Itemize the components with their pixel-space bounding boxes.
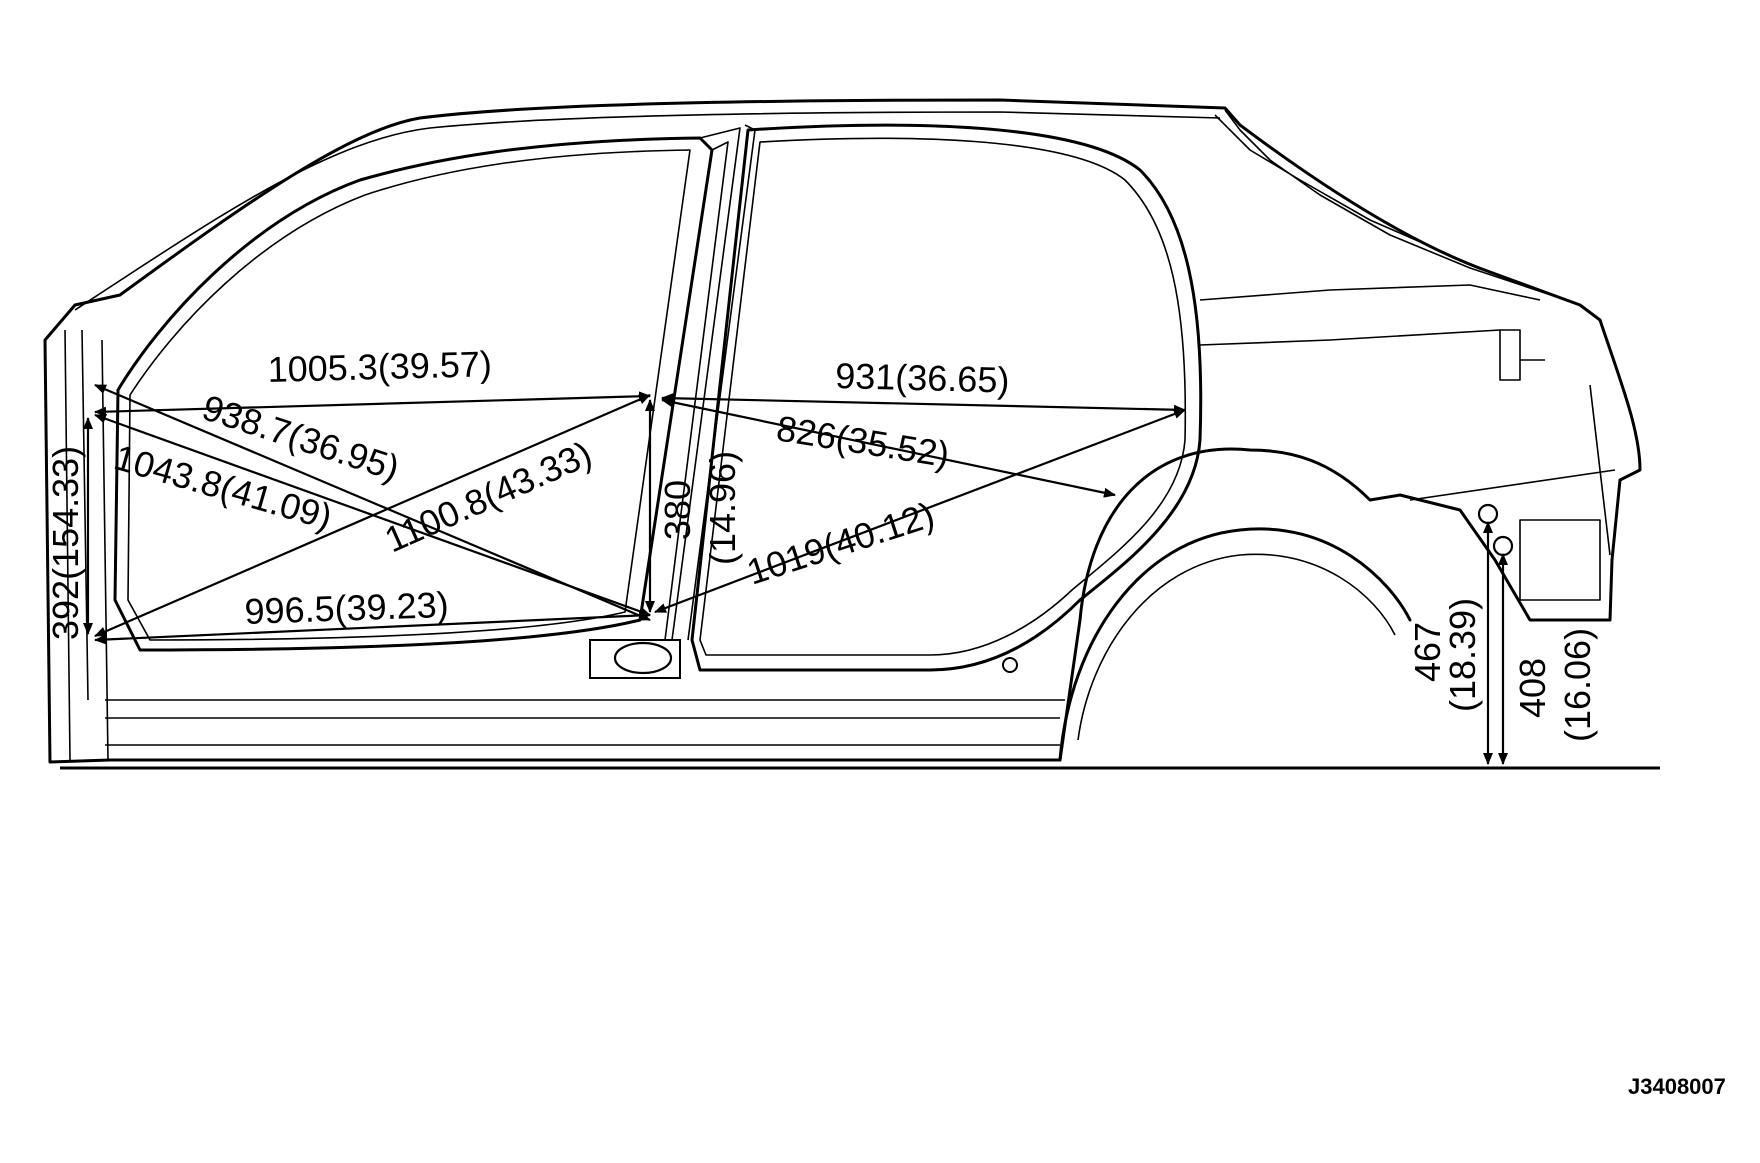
dim-label-g1: 380 [657,480,698,540]
rear-pillar-lines [1199,109,1561,346]
dim-label-l1: 408 [1512,658,1553,718]
reference-hole-rear-door [1002,657,1018,673]
rear-wheel-arch-inner [1077,553,1396,741]
dim-label-f: 392(154.33) [45,446,86,640]
dim-line-e [94,610,651,645]
dim-label-l2: (16.06) [1557,628,1598,742]
dim-label-d: 1100.8(43.33) [379,433,598,561]
dim-line-h [661,393,1186,415]
figure-code: J3408007 [1628,1074,1726,1099]
dim-label-e: 996.5(39.23) [244,584,449,632]
dim-label-i: 826(35.52) [774,407,952,475]
reference-point-408 [1492,535,1514,557]
dim-label-g2: (14.96) [702,451,743,565]
reference-point-467 [1477,503,1499,525]
dim-label-k1: 467 [1407,622,1448,682]
roof-inner-line [74,111,1221,311]
dim-label-k2: (18.39) [1442,598,1483,712]
sill-plate-hole [613,641,673,675]
rocker-panel [105,699,1065,746]
rear-door-window [690,123,1203,672]
dim-line-d [94,393,651,638]
dim-label-a: 1005.3(39.57) [267,343,492,390]
dim-label-j: 1019(40.12) [742,494,939,593]
rear-wheel-arch [1058,527,1412,762]
dim-line-j [654,408,1186,614]
dim-line-a [94,391,651,417]
rear-quarter-details [1409,329,1616,601]
front-door-window [113,136,714,652]
dim-label-h: 931(36.65) [835,355,1010,401]
